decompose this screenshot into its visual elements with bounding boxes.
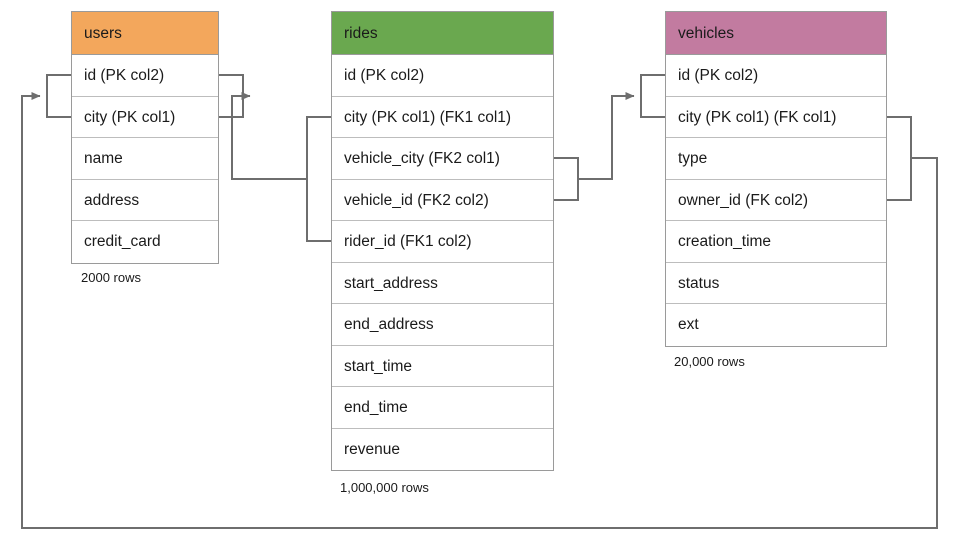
entity-vehicles-field-id[interactable]: id (PK col2) [666, 55, 886, 97]
entity-rides-field-revenue[interactable]: revenue [332, 428, 553, 470]
entity-rides-field-vehicle-city[interactable]: vehicle_city (FK2 col1) [332, 138, 553, 180]
rides-left-bracket [306, 116, 331, 242]
entity-users-row-count: 2000 rows [81, 270, 141, 285]
vehicles-left-bracket [640, 74, 665, 118]
entity-vehicles-row-count: 20,000 rows [674, 354, 745, 369]
entity-vehicles-field-city[interactable]: city (PK col1) (FK col1) [666, 96, 886, 138]
vehicles-right-bracket [887, 116, 912, 201]
entity-users[interactable]: users id (PK col2) city (PK col1) name a… [71, 11, 219, 264]
users-right-bracket [219, 74, 244, 118]
entity-rides-header: rides [332, 12, 553, 55]
entity-vehicles-field-ext[interactable]: ext [666, 304, 886, 346]
entity-rides-row-count: 1,000,000 rows [340, 480, 429, 495]
entity-users-header: users [72, 12, 218, 55]
entity-rides-field-vehicle-id[interactable]: vehicle_id (FK2 col2) [332, 179, 553, 221]
entity-vehicles-field-owner-id[interactable]: owner_id (FK col2) [666, 179, 886, 221]
entity-users-field-address[interactable]: address [72, 179, 218, 221]
rides-right-bracket [554, 157, 579, 201]
entity-users-field-city[interactable]: city (PK col1) [72, 96, 218, 138]
entity-vehicles-field-status[interactable]: status [666, 262, 886, 304]
entity-rides-field-city[interactable]: city (PK col1) (FK1 col1) [332, 96, 553, 138]
fk2-connector [578, 92, 635, 180]
entity-rides-field-end-time[interactable]: end_time [332, 387, 553, 429]
entity-rides-field-id[interactable]: id (PK col2) [332, 55, 553, 97]
entity-rides-field-start-time[interactable]: start_time [332, 345, 553, 387]
fk1-connector [231, 92, 307, 180]
entity-vehicles-header: vehicles [666, 12, 886, 55]
entity-rides-field-end-address[interactable]: end_address [332, 304, 553, 346]
entity-vehicles-field-creation-time[interactable]: creation_time [666, 221, 886, 263]
entity-rides[interactable]: rides id (PK col2) city (PK col1) (FK1 c… [331, 11, 554, 471]
users-left-bracket [46, 74, 71, 118]
entity-users-field-credit-card[interactable]: credit_card [72, 221, 218, 263]
entity-vehicles-field-type[interactable]: type [666, 138, 886, 180]
entity-users-field-id[interactable]: id (PK col2) [72, 55, 218, 97]
entity-vehicles[interactable]: vehicles id (PK col2) city (PK col1) (FK… [665, 11, 887, 347]
entity-rides-field-start-address[interactable]: start_address [332, 262, 553, 304]
entity-rides-field-rider-id[interactable]: rider_id (FK1 col2) [332, 221, 553, 263]
entity-users-field-name[interactable]: name [72, 138, 218, 180]
